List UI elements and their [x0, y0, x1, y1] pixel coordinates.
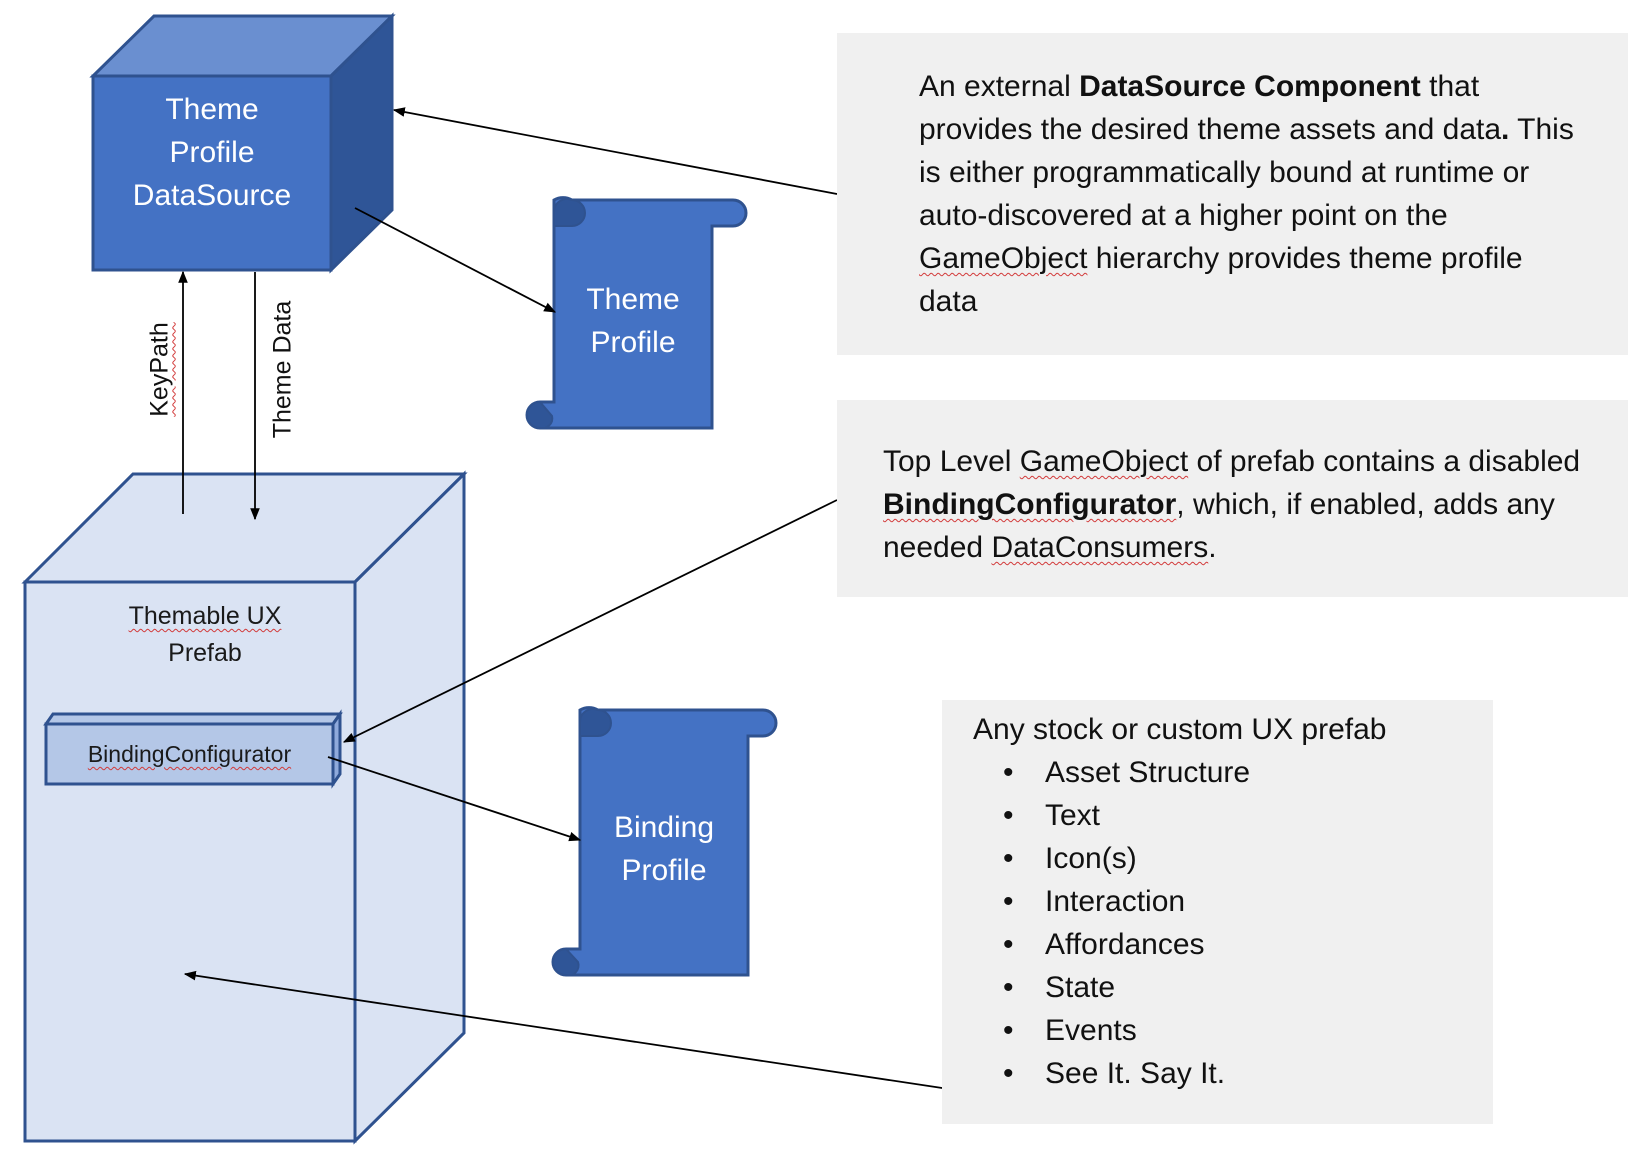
theme-data-label: Theme Data: [268, 300, 297, 439]
datasource-note: An external DataSource Component that pr…: [837, 33, 1628, 355]
datasource-note-period: .: [1501, 113, 1510, 146]
datasource-note-text: An external DataSource Component that pr…: [919, 65, 1588, 323]
binding-note-part1: Top Level: [883, 445, 1020, 478]
prefab-note: Any stock or custom UX prefab Asset Stru…: [942, 700, 1493, 1124]
binding-profile-scroll-bottom-curl: [552, 947, 580, 977]
list-item: Asset Structure: [973, 751, 1473, 794]
theme-profile-scroll-top-curl: [552, 198, 586, 227]
binding-profile-scroll: [551, 706, 778, 977]
datasource-note-part3: This is either programmatically bound at…: [919, 113, 1574, 232]
theme-profile-scroll-bottom-curl: [526, 400, 554, 430]
datasource-label-line2: Profile: [169, 136, 255, 169]
keypath-label: KeyPath: [146, 310, 175, 430]
prefab-note-list: Asset Structure Text Icon(s) Interaction…: [973, 751, 1473, 1095]
list-item: State: [973, 966, 1473, 1009]
theme-profile-scroll: [525, 196, 748, 430]
datasource-note-part4: hierarchy provides theme profile data: [919, 242, 1523, 318]
binding-note-bold: BindingConfigurator: [883, 488, 1177, 521]
list-item: Events: [973, 1009, 1473, 1052]
datasource-cube-front: [91, 74, 333, 272]
datasource-cube: [89, 12, 396, 274]
datasource-label-line1: Theme: [165, 93, 259, 126]
binding-note: Top Level GameObject of prefab contains …: [837, 400, 1628, 597]
datasource-cube-label: Theme Profile DataSource: [93, 88, 331, 217]
list-item: Icon(s): [973, 837, 1473, 880]
binding-note-text: Top Level GameObject of prefab contains …: [883, 440, 1598, 569]
binding-note-gameobject: GameObject: [1019, 445, 1189, 478]
binding-configurator-label-text: BindingConfigurator: [87, 741, 292, 767]
datasource-to-theme-profile-arrow: [354, 207, 557, 313]
datasource-note-part2: that provides the desired theme assets a…: [919, 70, 1502, 146]
theme-profile-label-line2: Profile: [590, 326, 676, 359]
theme-profile-label: Theme Profile: [554, 278, 712, 364]
binding-configurator-box: [43, 709, 343, 789]
themable-prefab-box: [21, 470, 468, 1145]
binding-note-part3: , which, if enabled, adds any needed: [883, 488, 1555, 564]
datasource-note-arrow: [392, 107, 838, 195]
datasource-note-bold: DataSource Component: [1079, 70, 1421, 103]
binding-profile-label: Binding Profile: [580, 806, 748, 892]
datasource-note-gameobject: GameObject: [919, 242, 1088, 275]
prefab-label-line1: Themable UX: [70, 598, 340, 635]
datasource-note-part1: An external: [919, 70, 1080, 103]
prefab-label-line2: Prefab: [168, 639, 242, 667]
binding-profile-scroll-top-curl: [578, 708, 612, 737]
binding-note-part4: .: [1208, 531, 1217, 564]
binding-profile-label-line1: Binding: [613, 811, 715, 844]
configurator-to-binding-profile-arrow: [327, 756, 582, 842]
prefab-box-side: [353, 470, 466, 1145]
prefab-label: Themable UX Prefab: [70, 598, 340, 672]
list-item: Interaction: [973, 880, 1473, 923]
prefab-label-line1-text: Themable UX: [128, 602, 282, 630]
binding-configurator-label: BindingConfigurator: [46, 740, 333, 769]
binding-profile-label-line2: Profile: [621, 854, 707, 887]
binding-note-arrow: [342, 499, 838, 743]
prefab-note-arrow: [183, 970, 963, 1092]
list-item: See It. Say It.: [973, 1052, 1473, 1095]
binding-note-consumers: DataConsumers: [991, 531, 1209, 564]
theme-profile-label-line1: Theme: [586, 283, 680, 316]
configurator-front: [44, 722, 335, 786]
keypath-label-text: KeyPath: [145, 322, 174, 417]
list-item: Affordances: [973, 923, 1473, 966]
datasource-label-line3: DataSource: [132, 179, 292, 212]
prefab-note-title: Any stock or custom UX prefab: [973, 713, 1387, 746]
binding-note-part2: of prefab contains a disabled: [1188, 445, 1581, 478]
list-item: Text: [973, 794, 1473, 837]
prefab-box-front: [23, 580, 357, 1143]
